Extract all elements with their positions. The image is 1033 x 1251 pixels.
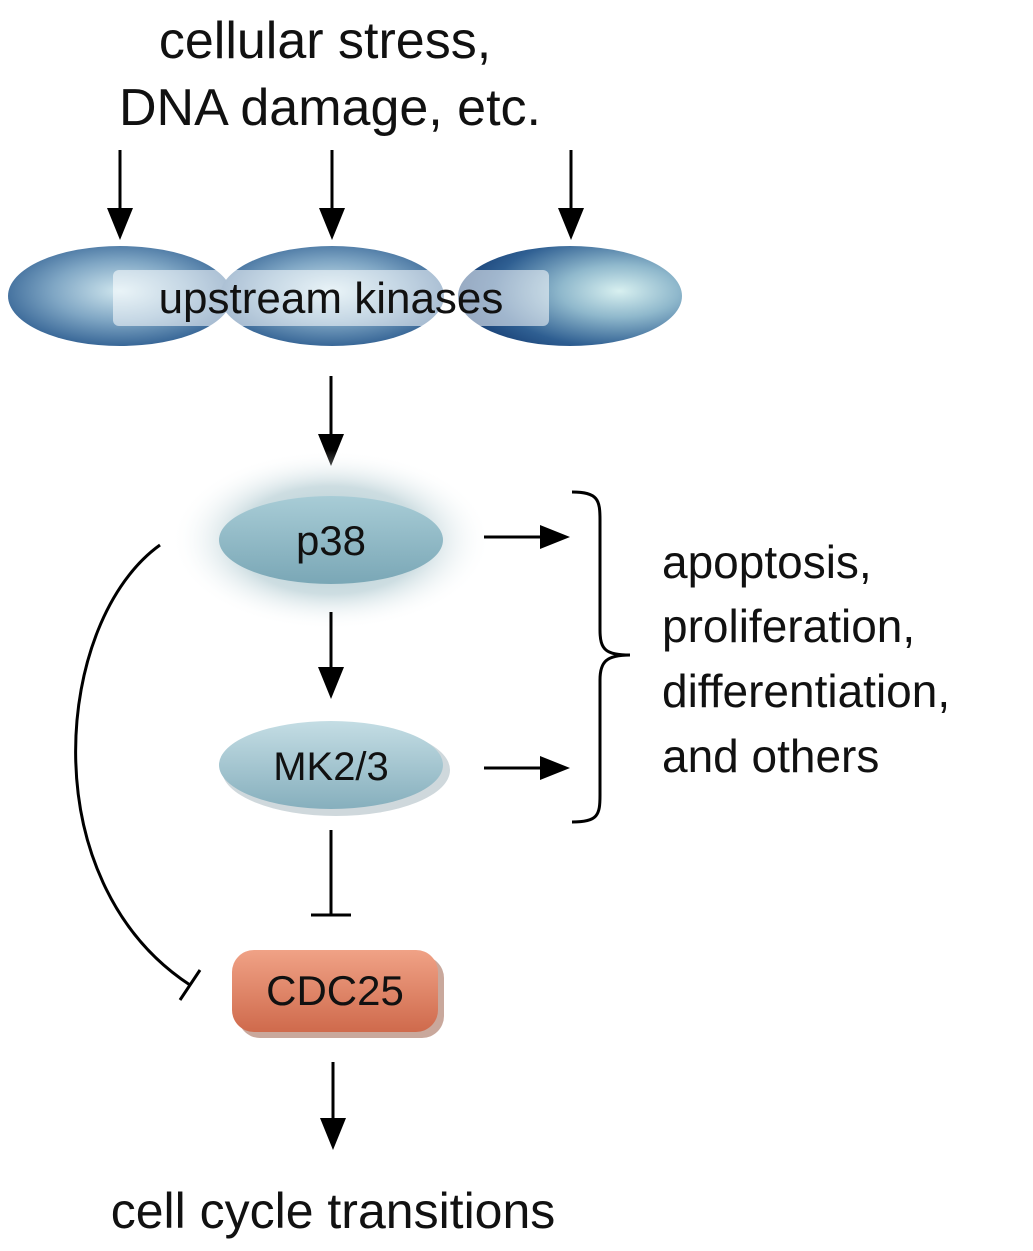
p38-node: p38 xyxy=(171,450,491,630)
stimulus-arrow-left xyxy=(107,150,133,240)
p38-ellipse xyxy=(219,496,443,584)
mk-ellipse xyxy=(219,721,443,809)
inhibition-mk-to-cdc25 xyxy=(311,830,351,917)
cdc25-box xyxy=(232,950,438,1032)
arrow-cdc25-to-cellcycle xyxy=(320,1062,346,1150)
mk-node: MK2/3 xyxy=(219,721,450,816)
cdc25-label: CDC25 xyxy=(266,967,404,1014)
outcome-line-1: apoptosis, xyxy=(662,536,872,588)
cell-cycle-label: cell cycle transitions xyxy=(111,1183,556,1239)
stimulus-arrow-middle xyxy=(319,150,345,240)
outcome-line-2: proliferation, xyxy=(662,600,915,652)
arrow-mk-to-outcomes xyxy=(484,756,570,780)
outcome-line-3: differentiation, xyxy=(662,665,950,717)
stimulus-line-2: DNA damage, etc. xyxy=(119,79,541,137)
outcome-brace xyxy=(571,490,631,824)
upstream-kinases-label: upstream kinases xyxy=(159,274,504,323)
p38-label: p38 xyxy=(296,517,366,564)
upstream-label-box xyxy=(113,270,549,326)
arrow-p38-to-mk xyxy=(318,612,344,699)
cdc25-node: CDC25 xyxy=(232,950,444,1038)
stimulus-line-1: cellular stress, xyxy=(159,12,491,70)
mk-label: MK2/3 xyxy=(273,745,389,789)
outcome-list: apoptosis, proliferation, differentiatio… xyxy=(662,536,950,782)
stimulus-arrow-right xyxy=(558,150,584,240)
upstream-kinases-group: upstream kinases xyxy=(8,246,682,346)
outcome-line-4: and others xyxy=(662,730,879,782)
arrow-p38-to-outcomes xyxy=(484,525,570,549)
inhibition-p38-to-cdc25 xyxy=(74,543,202,1001)
